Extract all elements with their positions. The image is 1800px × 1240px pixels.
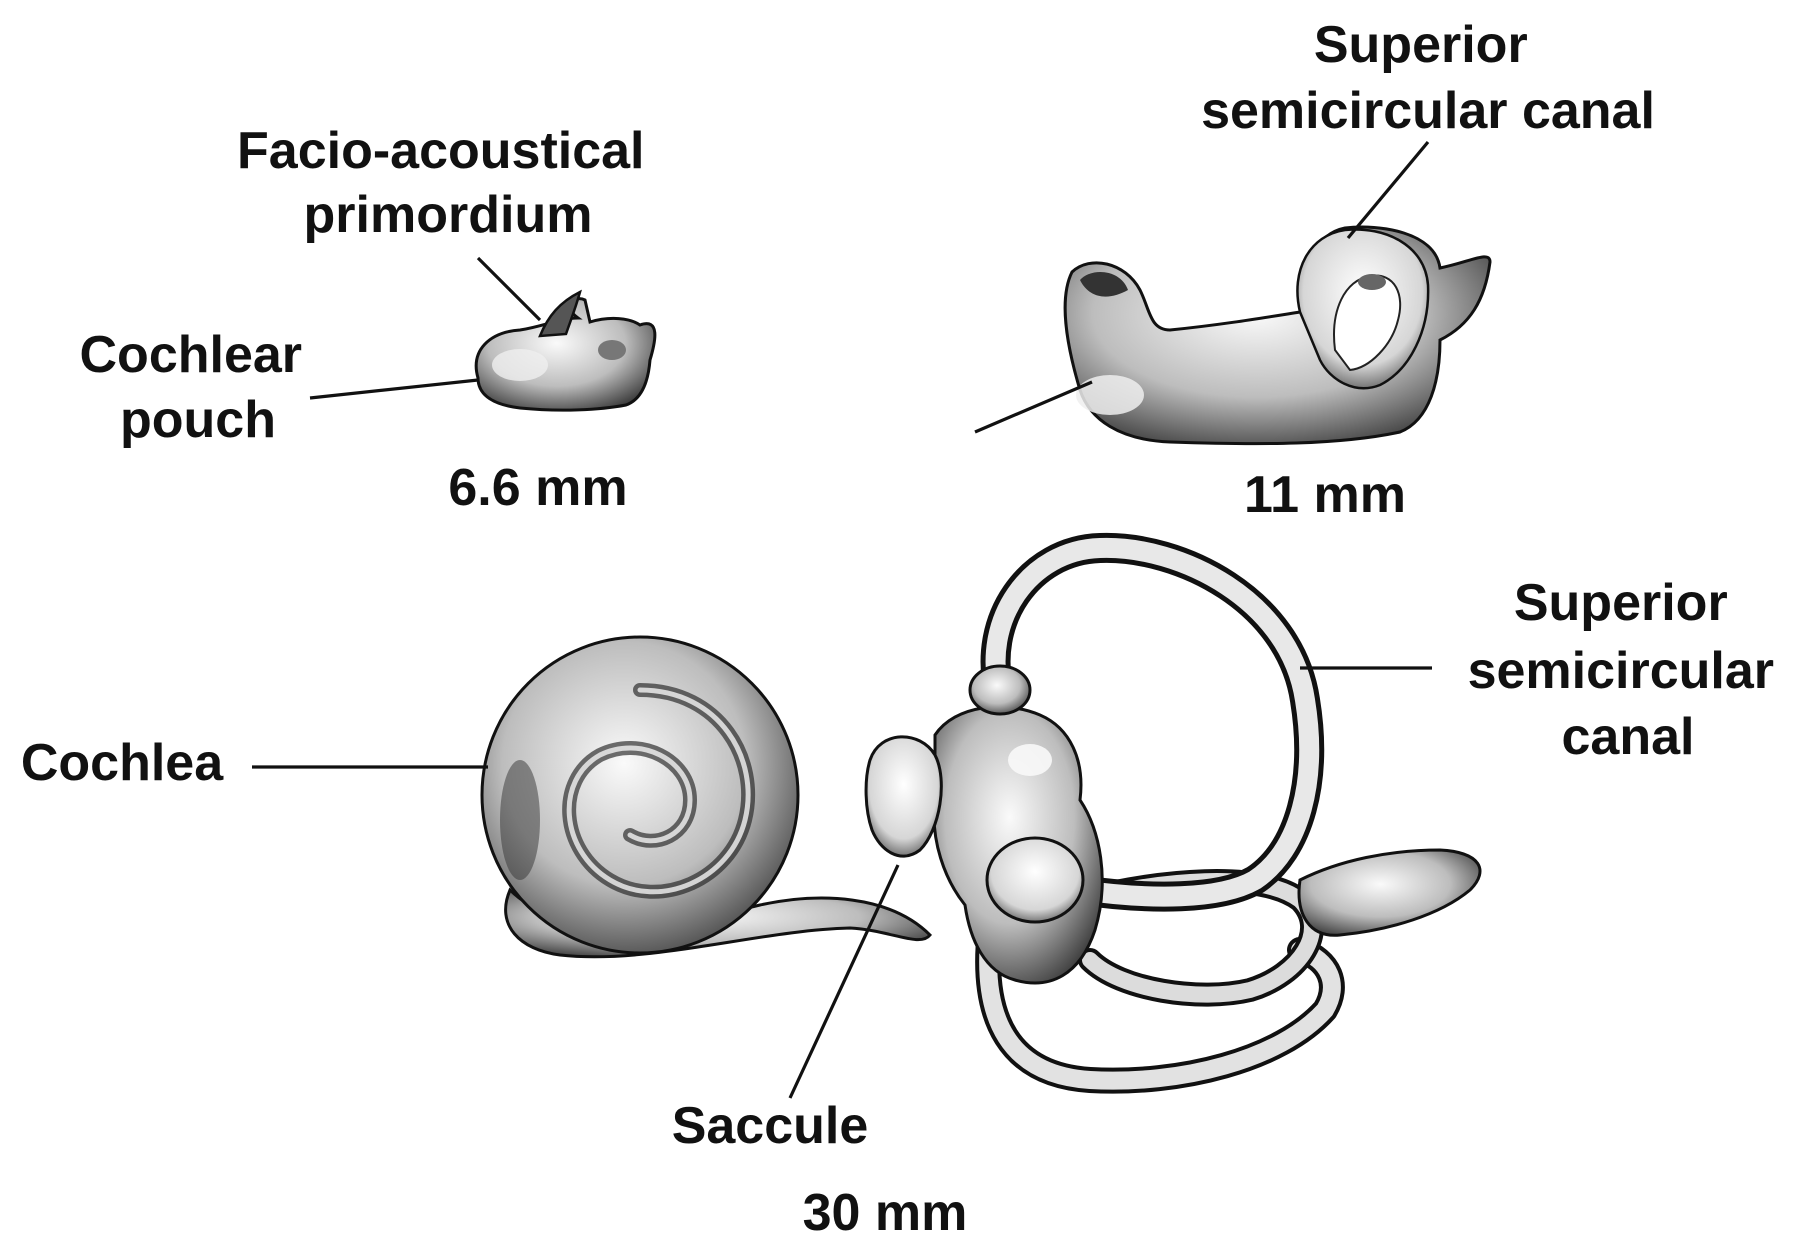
inner-ear-30mm-drawing: [480, 532, 1482, 1094]
label-cochlear-pouch: Cochlear pouch: [80, 326, 317, 449]
leader-11mm-vestibule: [974, 380, 1093, 434]
size-label-30mm: 30 mm: [803, 1184, 968, 1240]
size-label-11mm: 11 mm: [1244, 466, 1406, 524]
otocyst-11mm-drawing: [1063, 225, 1492, 446]
leader-saccule: [788, 864, 900, 1099]
endolymphatic-sac: [1297, 848, 1482, 937]
label-superior-semicircular-canal-11mm: Superior semicircular canal: [1201, 16, 1655, 140]
size-label-6-6mm: 6.6 mm: [448, 459, 627, 517]
stage-6-6mm: Facio-acoustical primordium Cochlear pou…: [80, 122, 659, 517]
label-cochlea: Cochlea: [21, 734, 224, 792]
stage-30mm: Superior semicircular canal Cochlea Sacc…: [21, 532, 1789, 1240]
leader-cochlear-pouch: [309, 378, 479, 400]
label-superior-semicircular-canal-30mm: Superior semicircular canal: [1468, 574, 1789, 766]
stage-11mm: Superior semicircular canal 11 mm: [974, 16, 1655, 524]
saccule-drawing: [864, 735, 943, 858]
label-facio-acoustical-primordium: Facio-acoustical primordium: [237, 122, 659, 244]
leader-facio: [476, 256, 542, 322]
leader-superior-canal-11: [1346, 140, 1430, 240]
label-saccule: Saccule: [672, 1097, 869, 1155]
otocyst-6-6mm-drawing: [474, 289, 657, 412]
